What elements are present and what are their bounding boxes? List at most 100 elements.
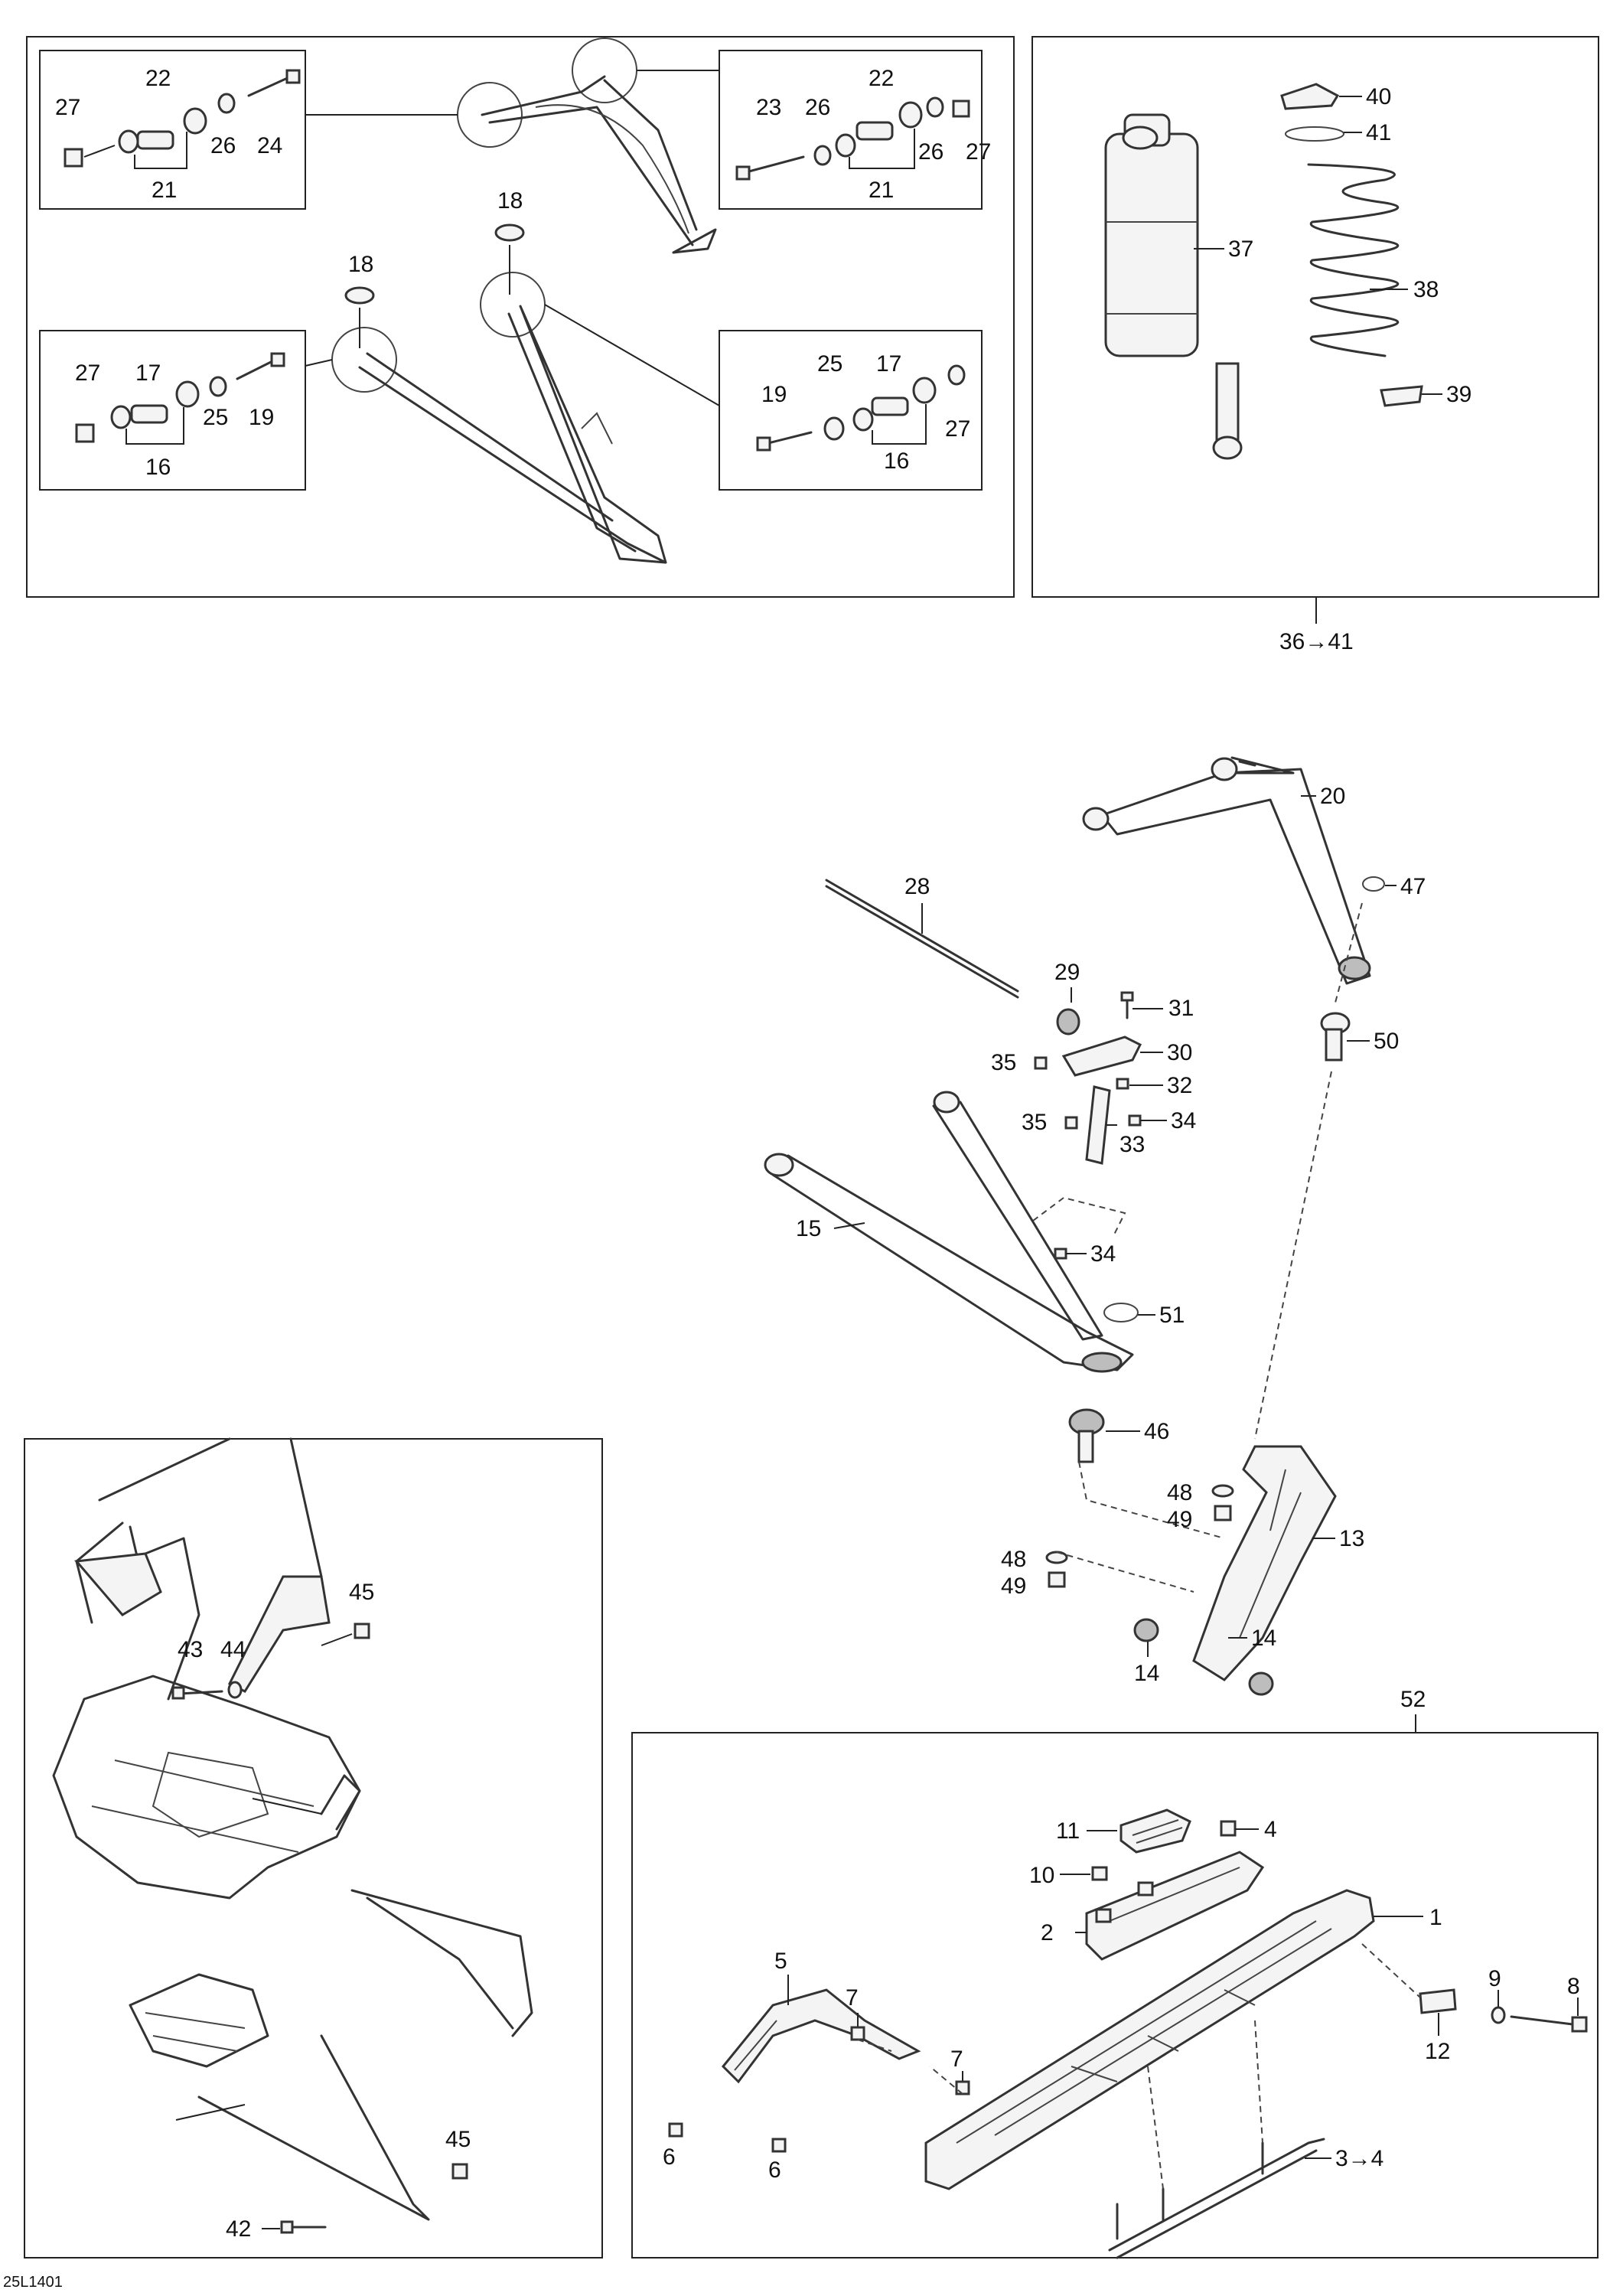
label-18a: 18	[497, 188, 523, 214]
ski-mount-2	[1075, 1851, 1265, 1961]
label-28: 28	[904, 874, 930, 899]
label-52: 52	[1400, 1687, 1426, 1712]
label-33: 33	[1119, 1132, 1145, 1157]
label-31: 31	[1168, 996, 1194, 1021]
label-10: 10	[1029, 1863, 1054, 1888]
label-39: 39	[1446, 382, 1471, 407]
label-38: 38	[1413, 277, 1439, 302]
frames	[24, 36, 1599, 2258]
label-25b: 25	[817, 351, 842, 377]
label-18b: 18	[348, 252, 373, 277]
inset-ll-parts	[75, 352, 285, 445]
screws-6-7	[668, 2013, 970, 2153]
retaining-ring-51	[1103, 1303, 1155, 1322]
spacer-12	[1361, 1943, 1457, 2036]
label-49a: 49	[1167, 1507, 1192, 1532]
bolt-8	[1510, 1998, 1588, 2033]
label-27d: 27	[945, 416, 970, 442]
label-8: 8	[1567, 1974, 1580, 1999]
label-34b: 34	[1090, 1241, 1116, 1267]
label-21b: 21	[869, 178, 894, 203]
label-26c: 26	[918, 139, 943, 165]
runner-3-4	[1108, 2020, 1331, 2259]
label-32: 32	[1167, 1073, 1192, 1098]
label-36-41: 36→41	[1279, 629, 1354, 654]
washers-48-nuts-49	[1045, 1484, 1234, 1588]
label-4: 4	[1264, 1817, 1277, 1842]
dashed-lower-joint-path	[1056, 1461, 1225, 1593]
frame-ski	[631, 1732, 1599, 2258]
inset-ul-parts	[64, 69, 301, 169]
ball-joint-50	[1320, 1012, 1370, 1062]
bracket-30	[1061, 1035, 1163, 1077]
spindle-13	[1192, 1445, 1337, 1681]
leader-inset-lr	[544, 304, 720, 406]
label-14b: 14	[1134, 1661, 1159, 1686]
label-21a: 21	[152, 178, 177, 203]
label-2: 2	[1041, 1920, 1054, 1945]
label-27c: 27	[75, 360, 100, 386]
dashed-upper-joint-path	[1254, 902, 1363, 1440]
label-24: 24	[257, 133, 282, 158]
label-34a: 34	[1171, 1108, 1196, 1133]
link-33	[1085, 1085, 1117, 1165]
clip-47	[1362, 876, 1396, 892]
label-26a: 26	[210, 133, 236, 158]
label-50: 50	[1374, 1029, 1399, 1054]
bolts-34	[1054, 1114, 1167, 1260]
label-6b: 6	[768, 2157, 781, 2183]
bushings-14	[1133, 1618, 1274, 1696]
inset-lower-right-hardware	[719, 330, 983, 491]
label-48b: 48	[1001, 1547, 1026, 1572]
label-19b: 19	[761, 382, 787, 407]
label-37: 37	[1228, 236, 1253, 262]
washer-18-pair	[344, 223, 525, 348]
drawing-code: 25L1401	[3, 2274, 63, 2291]
label-7a: 7	[846, 1985, 859, 2011]
label-17a: 17	[135, 360, 161, 386]
inset-lr-parts	[756, 364, 966, 452]
nut-32	[1116, 1078, 1163, 1090]
label-44: 44	[220, 1637, 246, 1662]
label-22b: 22	[869, 66, 894, 91]
label-11: 11	[1056, 1818, 1080, 1844]
label-14a: 14	[1251, 1626, 1276, 1651]
label-22a: 22	[145, 66, 171, 91]
inset-upper-right-hardware	[719, 50, 983, 210]
label-30: 30	[1167, 1040, 1192, 1065]
label-23: 23	[756, 95, 781, 120]
label-49b: 49	[1001, 1574, 1026, 1599]
bushing-29	[1056, 987, 1080, 1035]
label-6a: 6	[663, 2144, 676, 2170]
nuts-4-10	[1060, 1820, 1259, 1923]
inset-upper-left-hardware	[39, 50, 306, 210]
inset-ur-parts	[735, 96, 970, 181]
lower-a-arm-sketch	[331, 272, 667, 564]
label-16b: 16	[884, 448, 909, 474]
bolt-43-washer-44	[171, 1681, 243, 1700]
label-12: 12	[1425, 2039, 1450, 2064]
spring-38	[1307, 163, 1408, 357]
label-29: 29	[1054, 960, 1080, 985]
spring-stopper-39	[1380, 385, 1442, 407]
upper-a-arm-20	[1082, 756, 1371, 985]
nuts-45	[321, 1623, 468, 2180]
wear-pad-11	[1087, 1808, 1191, 1854]
label-7b: 7	[950, 2047, 963, 2072]
label-45b: 45	[445, 2127, 471, 2152]
frame-frame-mounting	[24, 1438, 603, 2258]
label-15: 15	[796, 1216, 821, 1241]
label-16a: 16	[145, 455, 171, 480]
label-40: 40	[1366, 84, 1391, 109]
label-35a: 35	[991, 1050, 1016, 1075]
callout-labels: 22 27 26 24 21 22 23 26 26 27 21 18 18 2…	[3, 66, 1580, 2291]
label-19a: 19	[249, 405, 274, 430]
label-17b: 17	[876, 351, 901, 377]
shock-absorber-37	[1104, 113, 1243, 460]
screw-31	[1120, 991, 1163, 1019]
leader-inset-ll	[305, 359, 333, 367]
label-5: 5	[774, 1949, 787, 1974]
washer-9	[1491, 1990, 1506, 2024]
label-1: 1	[1429, 1905, 1442, 1930]
